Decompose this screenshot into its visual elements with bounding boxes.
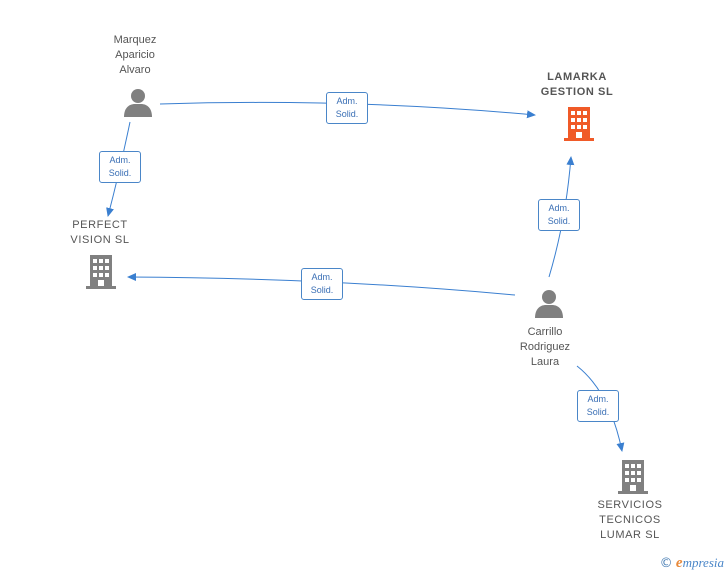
node-label-lamarka[interactable]: LAMARKA GESTION SL [522,70,632,100]
building-icon[interactable] [85,255,117,289]
node-label-line: Alvaro [119,64,151,76]
node-label-perfect[interactable]: PERFECT VISION SL [52,218,148,248]
copyright-icon: © [659,556,673,571]
brand-initial: e [675,555,683,571]
node-label-servicios[interactable]: SERVICIOS TECNICOS LUMAR SL [580,498,680,543]
brand-logo[interactable]: empresia [675,555,724,571]
edge-label-line: Adm. [109,155,131,165]
node-label-line: Aparicio [115,49,155,61]
node-label-marquez[interactable]: Marquez Aparicio Alvaro [90,33,180,78]
edge-label-marquez-perfect[interactable]: Adm. Solid. [99,151,141,183]
node-label-carrillo[interactable]: Carrillo Rodriguez Laura [500,325,590,370]
node-label-line: SERVICIOS [597,499,663,511]
building-icon[interactable] [563,107,595,141]
edge-label-line: Solid. [310,285,334,295]
node-label-line: LUMAR SL [600,529,660,541]
edge-label-line: Solid. [547,216,571,226]
edge-label-line: Solid. [108,168,132,178]
node-label-line: GESTION SL [540,86,614,98]
edge-label-line: Adm. [336,96,358,106]
node-label-line: LAMARKA [547,71,607,83]
edge-label-line: Adm. [587,394,609,404]
edge-label-carrillo-lamarka[interactable]: Adm. Solid. [538,199,580,231]
person-icon[interactable] [123,88,153,118]
node-label-line: Carrillo [527,326,563,338]
person-icon[interactable] [534,289,564,319]
node-label-line: Laura [530,356,560,368]
edge-label-line: Solid. [586,407,610,417]
edge-label-line: Solid. [335,109,359,119]
building-icon[interactable] [617,460,649,494]
edge-label-carrillo-servicios[interactable]: Adm. Solid. [577,390,619,422]
edge-label-carrillo-perfect[interactable]: Adm. Solid. [301,268,343,300]
edge-label-line: Adm. [311,272,333,282]
node-label-line: TECNICOS [599,514,661,526]
edge-label-line: Adm. [548,203,570,213]
footer-brand: © empresia [660,555,724,572]
node-label-line: Marquez [113,34,157,46]
node-label-line: VISION SL [70,234,130,246]
node-label-line: Rodriguez [519,341,571,353]
edge-label-marquez-lamarka[interactable]: Adm. Solid. [326,92,368,124]
brand-name: mpresia [682,555,724,570]
node-label-line: PERFECT [72,219,128,231]
